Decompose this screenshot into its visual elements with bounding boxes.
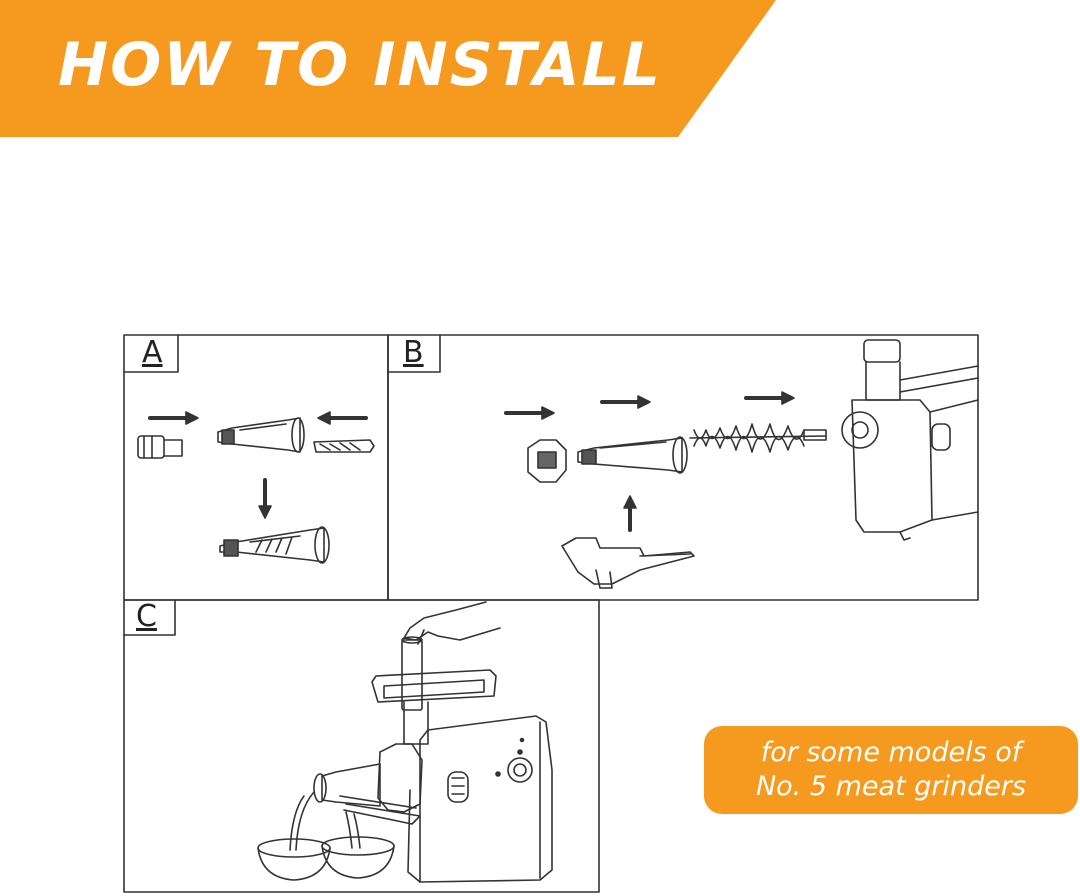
panel-c-illustration — [257, 601, 553, 883]
collection-bowl-right — [321, 836, 395, 879]
panel-b-frame — [387, 334, 979, 601]
arrow-right-icon — [148, 411, 199, 425]
collection-bowl-left — [257, 838, 331, 881]
panel-b-label: B — [403, 335, 424, 370]
panel-c-label-box — [123, 599, 176, 636]
panel-a-illustration — [137, 411, 375, 564]
panel-b-illustration — [504, 339, 979, 589]
note-line-1: for some models of — [760, 737, 1022, 768]
ring-nut-part — [527, 439, 567, 483]
arrow-right-icon — [744, 391, 795, 405]
spiral-insert-part — [313, 439, 375, 453]
banner-shape — [0, 0, 776, 137]
housing-part — [577, 436, 688, 474]
panel-c-frame — [123, 599, 600, 893]
grinder-body — [403, 701, 553, 883]
grinder-body — [841, 339, 979, 541]
page-title: HOW TO INSTALL — [58, 30, 663, 100]
models-note-badge: for some models of No. 5 meat grinders — [704, 726, 1078, 814]
arrow-up-icon — [623, 495, 637, 532]
assembled-housing — [219, 526, 330, 564]
panel-c-label: C — [136, 599, 157, 634]
spout-tray-part — [561, 537, 695, 589]
note-line-2: No. 5 meat grinders — [755, 771, 1027, 802]
arrow-right-icon — [600, 395, 651, 409]
panel-a-label: A — [142, 335, 163, 370]
panel-a-label-box — [123, 334, 179, 373]
arrow-down-icon — [258, 478, 272, 519]
panel-a-frame — [123, 334, 389, 601]
auger-part — [689, 423, 827, 453]
collar-part — [137, 435, 183, 459]
meat-tray — [371, 669, 497, 703]
arrow-right-icon — [504, 406, 555, 420]
panel-b-label-box — [387, 334, 441, 373]
grinding-head — [313, 743, 469, 825]
ground-meat-stream — [289, 791, 361, 851]
header-banner — [0, 0, 776, 137]
arrow-left-icon — [317, 411, 368, 425]
housing-part — [217, 417, 305, 453]
